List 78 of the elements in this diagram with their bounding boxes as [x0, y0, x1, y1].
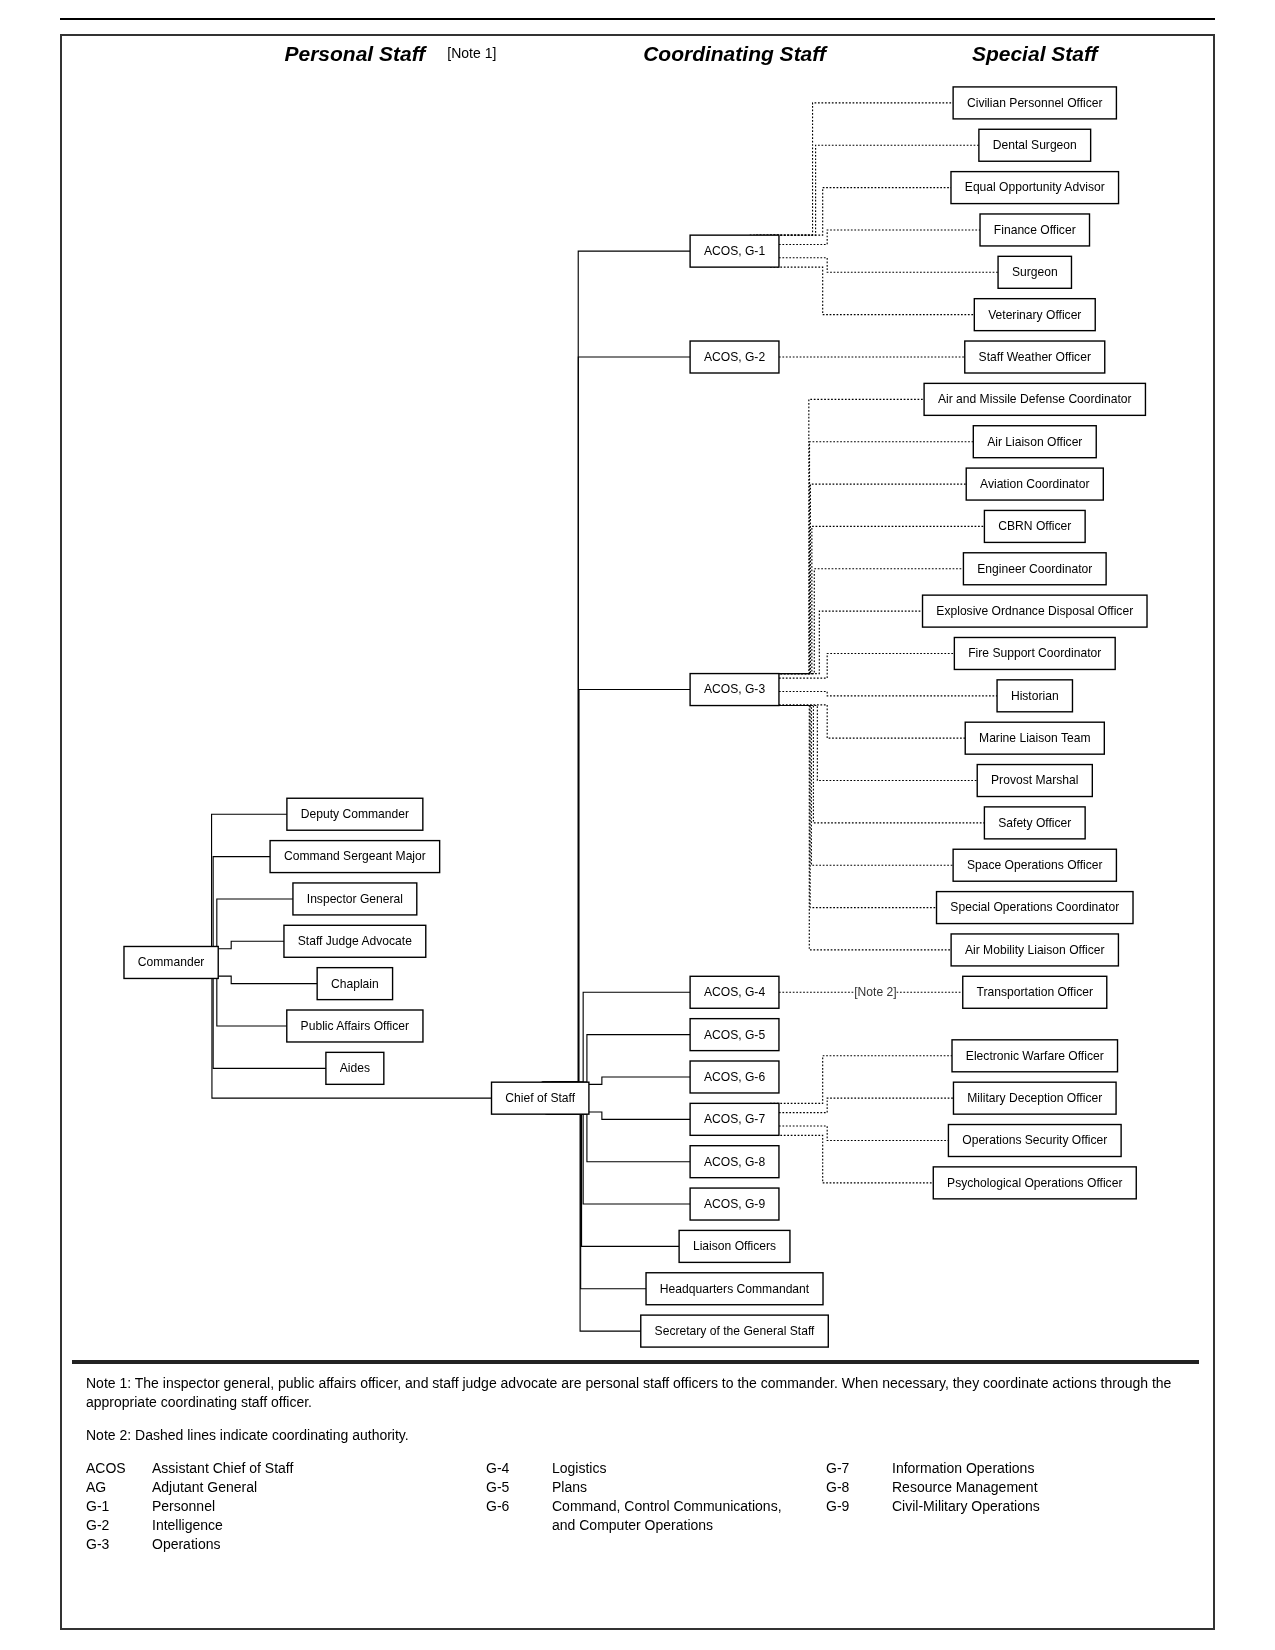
- node-box: ACOS, G-8: [689, 1145, 780, 1179]
- node-box: Civilian Personnel Officer: [952, 86, 1118, 120]
- node-box: Public Affairs Officer: [286, 1009, 424, 1043]
- abbreviation: G-1: [86, 1497, 110, 1516]
- node-box: Command Sergeant Major: [269, 839, 441, 874]
- node-box: Explosive Ordnance Disposal Officer: [921, 594, 1148, 628]
- node-box: CBRN Officer: [983, 509, 1086, 544]
- abbreviation: G-8: [826, 1478, 850, 1497]
- section-heading: Coordinating Staff: [643, 42, 826, 66]
- node-box: Transportation Officer: [962, 975, 1108, 1009]
- node-box: Headquarters Commandant: [645, 1272, 824, 1306]
- abbreviation-definition: Civil-Military Operations: [892, 1497, 1041, 1516]
- abbreviation-definition: Personnel: [152, 1497, 217, 1516]
- abbreviation-definition: Intelligence: [152, 1516, 224, 1535]
- node-box: Commander: [123, 945, 219, 980]
- node-box: ACOS, G-9: [689, 1187, 780, 1221]
- abbreviation-definition: Adjutant General: [152, 1478, 259, 1497]
- abbreviation: G-9: [826, 1497, 850, 1516]
- note-reference: [Note 1]: [447, 45, 497, 61]
- abbreviation: G-4: [486, 1459, 510, 1478]
- abbreviation-definition: Operations: [152, 1535, 222, 1554]
- node-box: Marine Liaison Team: [964, 721, 1105, 755]
- node-box: Safety Officer: [983, 806, 1086, 840]
- abbreviation-definition: Assistant Chief of Staff: [152, 1459, 295, 1478]
- node-box: Inspector General: [292, 882, 418, 916]
- section-heading: Special Staff: [971, 42, 1098, 66]
- node-box: Special Operations Coordinator: [935, 890, 1134, 925]
- node-box: Secretary of the General Staff: [640, 1314, 829, 1348]
- abbreviation: G-7: [826, 1459, 850, 1478]
- edge-label: [Note 2]: [854, 984, 897, 999]
- node-box: Air and Missile Defense Coordinator: [923, 382, 1147, 417]
- abbreviation-definition: Command, Control Communications, and Computer Operations: [552, 1497, 783, 1535]
- node-box: ACOS, G-3: [689, 672, 780, 707]
- abbreviation-definition: Logistics: [552, 1459, 608, 1478]
- node-box: Military Deception Officer: [952, 1081, 1117, 1115]
- abbreviation: ACOS: [86, 1459, 126, 1478]
- node-box: ACOS, G-4: [689, 975, 780, 1009]
- node-box: Aides: [325, 1051, 385, 1085]
- note-text: Note 1: The inspector general, public affairs officer, and staff judge advocate are personal staff officers to the commander. When necessary, they coordinate actions through the appropriate coordinating staff officer.: [86, 1374, 1173, 1412]
- node-box: Air Liaison Officer: [972, 425, 1097, 459]
- abbreviation: G-5: [486, 1478, 510, 1497]
- node-box: Fire Support Coordinator: [953, 636, 1116, 671]
- node-box: Equal Opportunity Advisor: [950, 170, 1120, 205]
- node-box: Staff Judge Advocate: [283, 924, 427, 958]
- node-box: Aviation Coordinator: [965, 467, 1104, 501]
- node-box: Engineer Coordinator: [962, 552, 1107, 586]
- abbreviation: G-3: [86, 1535, 110, 1554]
- node-box: Chaplain: [316, 966, 394, 1001]
- abbreviation-definition: Information Operations: [892, 1459, 1036, 1478]
- abbreviation: G-2: [86, 1516, 110, 1535]
- abbreviation: G-6: [486, 1497, 510, 1516]
- connector: [588, 1076, 691, 1085]
- node-box: ACOS, G-2: [689, 340, 780, 374]
- node-box: Chief of Staff: [490, 1081, 590, 1115]
- node-box: Veterinary Officer: [973, 298, 1096, 332]
- node-box: ACOS, G-6: [689, 1060, 780, 1094]
- abbreviation-definition: Plans: [552, 1478, 589, 1497]
- abbreviation: AG: [86, 1478, 107, 1497]
- node-box: Operations Security Officer: [947, 1123, 1122, 1158]
- node-box: ACOS, G-7: [689, 1102, 780, 1136]
- note-text: Note 2: Dashed lines indicate coordinating authority.: [86, 1426, 410, 1445]
- node-box: Staff Weather Officer: [964, 340, 1106, 374]
- node-box: ACOS, G-1: [689, 234, 780, 268]
- node-box: Dental Surgeon: [978, 128, 1092, 162]
- abbreviation-definition: Resource Management: [892, 1478, 1039, 1497]
- node-box: Electronic Warfare Officer: [951, 1039, 1119, 1073]
- connector: [588, 1111, 691, 1120]
- node-box: Air Mobility Liaison Officer: [950, 933, 1120, 967]
- node-box: Deputy Commander: [286, 797, 424, 831]
- node-box: Finance Officer: [979, 213, 1091, 247]
- node-box: Liaison Officers: [678, 1229, 791, 1264]
- node-box: Space Operations Officer: [952, 848, 1118, 882]
- node-box: Surgeon: [997, 255, 1073, 289]
- node-box: Historian: [996, 679, 1074, 713]
- node-box: Psychological Operations Officer: [932, 1166, 1137, 1200]
- section-heading: Personal Staff: [284, 42, 426, 66]
- node-box: ACOS, G-5: [689, 1017, 780, 1052]
- node-box: Provost Marshal: [976, 763, 1093, 798]
